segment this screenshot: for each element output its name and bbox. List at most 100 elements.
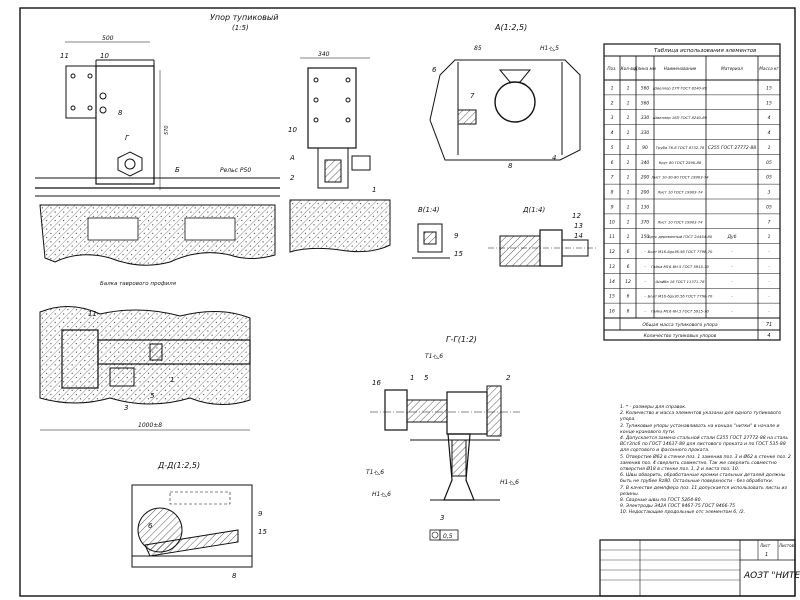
table-cell-qty: 1 (627, 190, 630, 196)
table-cell-len: 130 (641, 204, 650, 210)
table-cell-mat: - (731, 265, 733, 270)
table-cell-name: Лист 10 ГОСТ 19903-74 (656, 191, 703, 195)
view-d: Д(1:4) 12 13 14 (488, 206, 598, 267)
table-cell-name: Гайка М16-6Н.5 ГОСТ 5915-70 (651, 265, 709, 269)
table-cell-qty: 6 (627, 249, 630, 255)
table-cell-qty: 1 (627, 175, 630, 181)
title-sheet-label: Лист (759, 543, 771, 548)
table-cell-mass: 15 (766, 85, 772, 91)
dim-340: 340 (318, 51, 330, 58)
weld-5: Н1-◺6 (500, 479, 519, 486)
view-v: В(1:4) 9 15 (412, 206, 463, 259)
section-dd: Д-Д(1:2,5) 6 9 15 8 (131, 461, 267, 580)
note-item: 7. В качестве демпфера поз. 11 допускает… (620, 485, 787, 497)
table-cell-mass: 3 (768, 190, 771, 196)
table-header-cell: Наименование (664, 66, 697, 71)
table-footer-mass-label: Общая масса тупикового упора (642, 322, 718, 328)
callout-11: 11 (60, 52, 69, 60)
table-cell-qty: 1 (627, 204, 630, 210)
view-d-title: Д(1:4) (522, 206, 545, 214)
callout-14-d: 14 (574, 232, 583, 240)
table-cell-mass: 1 (768, 145, 771, 151)
dim-85: 85 (474, 45, 482, 52)
table-cell-pos: 11 (609, 234, 615, 240)
elements-table: Таблица использования элементов Поз.Кол-… (603, 43, 781, 341)
table-cell-pos: 6 (611, 160, 614, 166)
table-title: Таблица использования элементов (654, 48, 756, 54)
table-footer-qty-label: Количество тупиковых упоров (644, 333, 717, 339)
table-cell-pos: 3 (611, 115, 614, 121)
table-cell-qty: 1 (627, 219, 630, 225)
table-cell-pos: 9 (611, 204, 614, 210)
table-cell-qty: 1 (627, 130, 630, 136)
title-sheets-label: Листов (778, 543, 795, 548)
table-cell-pos: 1 (611, 85, 614, 91)
view-d2-title: Д-Д(1:2,5) (157, 461, 200, 470)
table-cell-name: Труба 76-8 ГОСТ 8732-78 (656, 146, 705, 150)
table-cell-name: Болт М16-6gх30.56 ГОСТ 7798-70 (648, 295, 713, 299)
callout-12-d: 12 (572, 212, 581, 220)
callout-11-plan: 11 (88, 310, 97, 318)
table-cell-len: 90 (642, 145, 648, 151)
table-cell-qty: 1 (627, 234, 630, 240)
view-a-title: А(1:2,5) (494, 23, 527, 32)
callout-5-plan: 5 (150, 392, 155, 400)
table-cell-pos: 7 (611, 175, 614, 181)
table-cell-mass: - (768, 250, 770, 255)
table-cell-len: 200 (641, 190, 650, 196)
callout-1-g: 1 (410, 374, 414, 382)
table-cell-mass: 4 (768, 115, 771, 121)
table-cell-name: Гайка М16-6Н.5 ГОСТ 5915-70 (651, 310, 709, 314)
callout-9-dd: 9 (258, 510, 263, 518)
table-cell-pos: 12 (609, 249, 615, 255)
table-cell-qty: 6 (627, 294, 630, 300)
table-cell-qty: 1 (627, 160, 630, 166)
table-cell-pos: 13 (609, 264, 615, 270)
table-cell-len: 370 (641, 219, 650, 225)
table-header-cell: Поз. (607, 66, 616, 71)
table-cell-mass: 15 (766, 100, 772, 106)
table-cell-qty: 6 (627, 309, 630, 315)
plan-view: 1000±8 11 3 5 1 (39, 306, 251, 431)
table-cell-qty: 6 (627, 264, 630, 270)
table-cell-pos: 5 (611, 145, 614, 151)
table-cell-len: 560 (641, 85, 650, 91)
side-view: 340 А 2 10 1 (288, 51, 391, 253)
dim-500: 500 (102, 35, 114, 42)
table-cell-mass: 05 (766, 160, 772, 166)
title-company: АОЗТ "НИТЕК" (743, 571, 800, 581)
note-item: 2. Количество и масса элементов указаны … (620, 411, 782, 423)
note-item: 3. Тупиковые упоры устанавливать на конц… (620, 423, 780, 435)
note-item: 8. Сварные швы по ГОСТ 5264-80. (620, 498, 702, 504)
table-cell-len: 330 (641, 130, 650, 136)
callout-1-side: 1 (372, 186, 376, 194)
table-cell-mat: С255 ГОСТ 27772-88 (708, 145, 756, 151)
table-header-cell: Материал (721, 66, 743, 71)
table-cell-name: Швеллер 16П ГОСТ 8240-89 (653, 116, 708, 120)
callout-5-g: 5 (424, 374, 429, 382)
table-cell-pos: 16 (609, 309, 615, 315)
table-cell-mass: - (768, 310, 770, 315)
callout-8: 8 (118, 109, 123, 117)
table-cell-mass: 05 (766, 175, 772, 181)
table-cell-name: Лист 10 ГОСТ 19903-74 (656, 220, 703, 224)
sheet-border (19, 7, 796, 597)
table-cell-name: Болт М16-6gх36.56 ГОСТ 7798-70 (648, 250, 713, 254)
callout-3-plan: 3 (124, 404, 128, 412)
table-cell-pos: 15 (609, 294, 615, 300)
table-footer-mass-value: 71 (766, 322, 772, 328)
general-notes: 1. * - размеры для справок.2. Количество… (620, 405, 795, 517)
callout-9-v: 9 (454, 232, 459, 240)
callout-15-dd: 15 (258, 528, 267, 536)
table-cell-len: - (644, 280, 646, 285)
callout-2-side: 2 (290, 174, 295, 182)
table-cell-qty: 1 (627, 100, 630, 106)
table-cell-name: Швеллер 27П ГОСТ 8240-89 (653, 86, 708, 90)
beam-label: Балка таврового профиля (100, 281, 177, 287)
section-gg: Г-Г(1:2) Т1-◺6 Т1-◺6 Н1-◺6 Н1-◺6 0,5 16 … (366, 335, 520, 541)
table-cell-name: Лист 10-30-80 ГОСТ 19903-74 (650, 176, 709, 180)
table-cell-qty: 1 (627, 145, 630, 151)
table-cell-len: 330 (641, 115, 650, 121)
main-view: Упор тупиковый (1:5) 500 570 Рельс Р50 Б (35, 13, 280, 287)
